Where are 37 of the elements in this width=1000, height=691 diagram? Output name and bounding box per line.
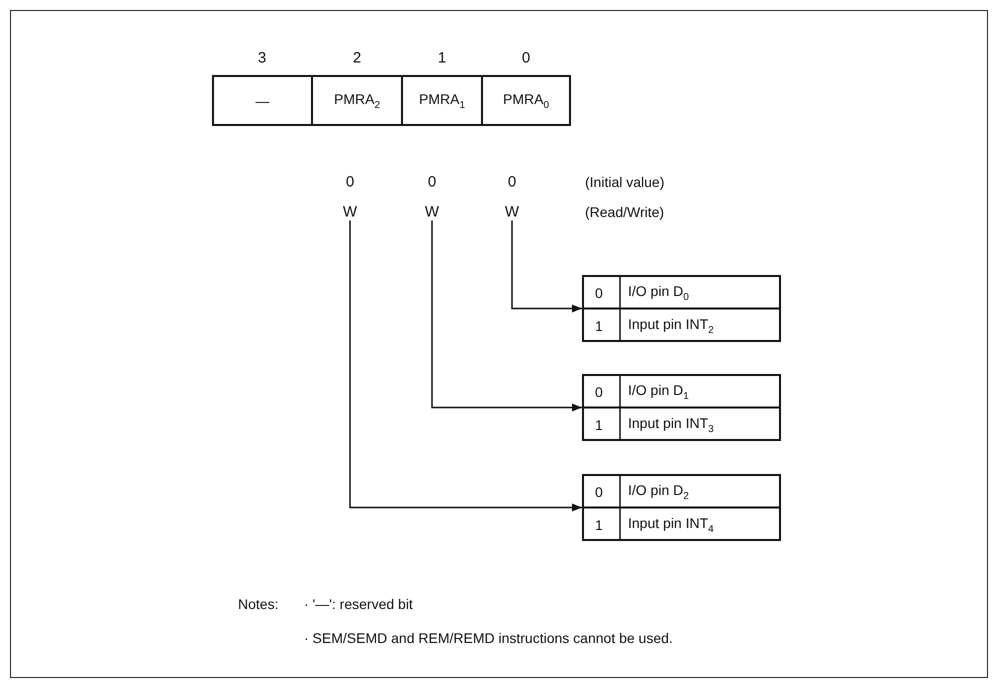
pin-function-text: Input pin INT$_{2}$	[628, 316, 714, 336]
row-caption: (Initial value)	[585, 174, 664, 190]
access-label: W	[504, 204, 520, 220]
note-text: · '—': reserved bit	[304, 596, 413, 612]
bit-value-text: 1	[595, 318, 603, 334]
bit-value-text: 0	[595, 384, 603, 400]
option-table	[582, 275, 781, 342]
option-table	[582, 374, 781, 441]
pin-function-text: I/O pin D$_{1}$	[628, 382, 689, 402]
bit-value-text: 0	[595, 484, 603, 500]
arrow	[349, 220, 582, 512]
bit-value-text: 0	[595, 285, 603, 302]
initial-value: 0	[428, 174, 436, 190]
register-bit-field: PMRA$_{1}$	[401, 75, 483, 126]
row-caption: (Read/Write)	[585, 204, 664, 220]
pin-function-text: I/O pin D$_{0}$	[628, 283, 689, 304]
register-bit-field: PMRA$_{2}$	[311, 75, 403, 126]
arrow	[431, 220, 582, 412]
bit-value-text: 1	[595, 416, 603, 433]
arrow	[511, 220, 582, 312]
pin-function-text: I/O pin D$_{2}$	[628, 482, 689, 502]
initial-value: 0	[508, 174, 516, 190]
bit-number: 3	[258, 50, 266, 66]
option-table	[582, 474, 781, 541]
register-bit-field: PMRA$_{0}$	[481, 75, 571, 126]
bit-number: 2	[352, 50, 362, 66]
initial-value: 0	[346, 174, 354, 190]
pin-function-text: Input pin INT$_{4}$	[628, 514, 714, 535]
access-label: W	[342, 204, 358, 220]
bit-value-text: 1	[595, 516, 603, 533]
note-text: · SEM/SEMD and REM/REMD instructions cannot be used.	[304, 630, 673, 646]
notes-heading: Notes:	[238, 596, 278, 612]
bit-number: 1	[438, 50, 446, 66]
access-label: W	[424, 204, 440, 220]
bit-number: 0	[522, 50, 530, 66]
register-bit-field: —	[212, 75, 313, 126]
pin-function-text: Input pin INT$_{3}$	[628, 414, 714, 435]
